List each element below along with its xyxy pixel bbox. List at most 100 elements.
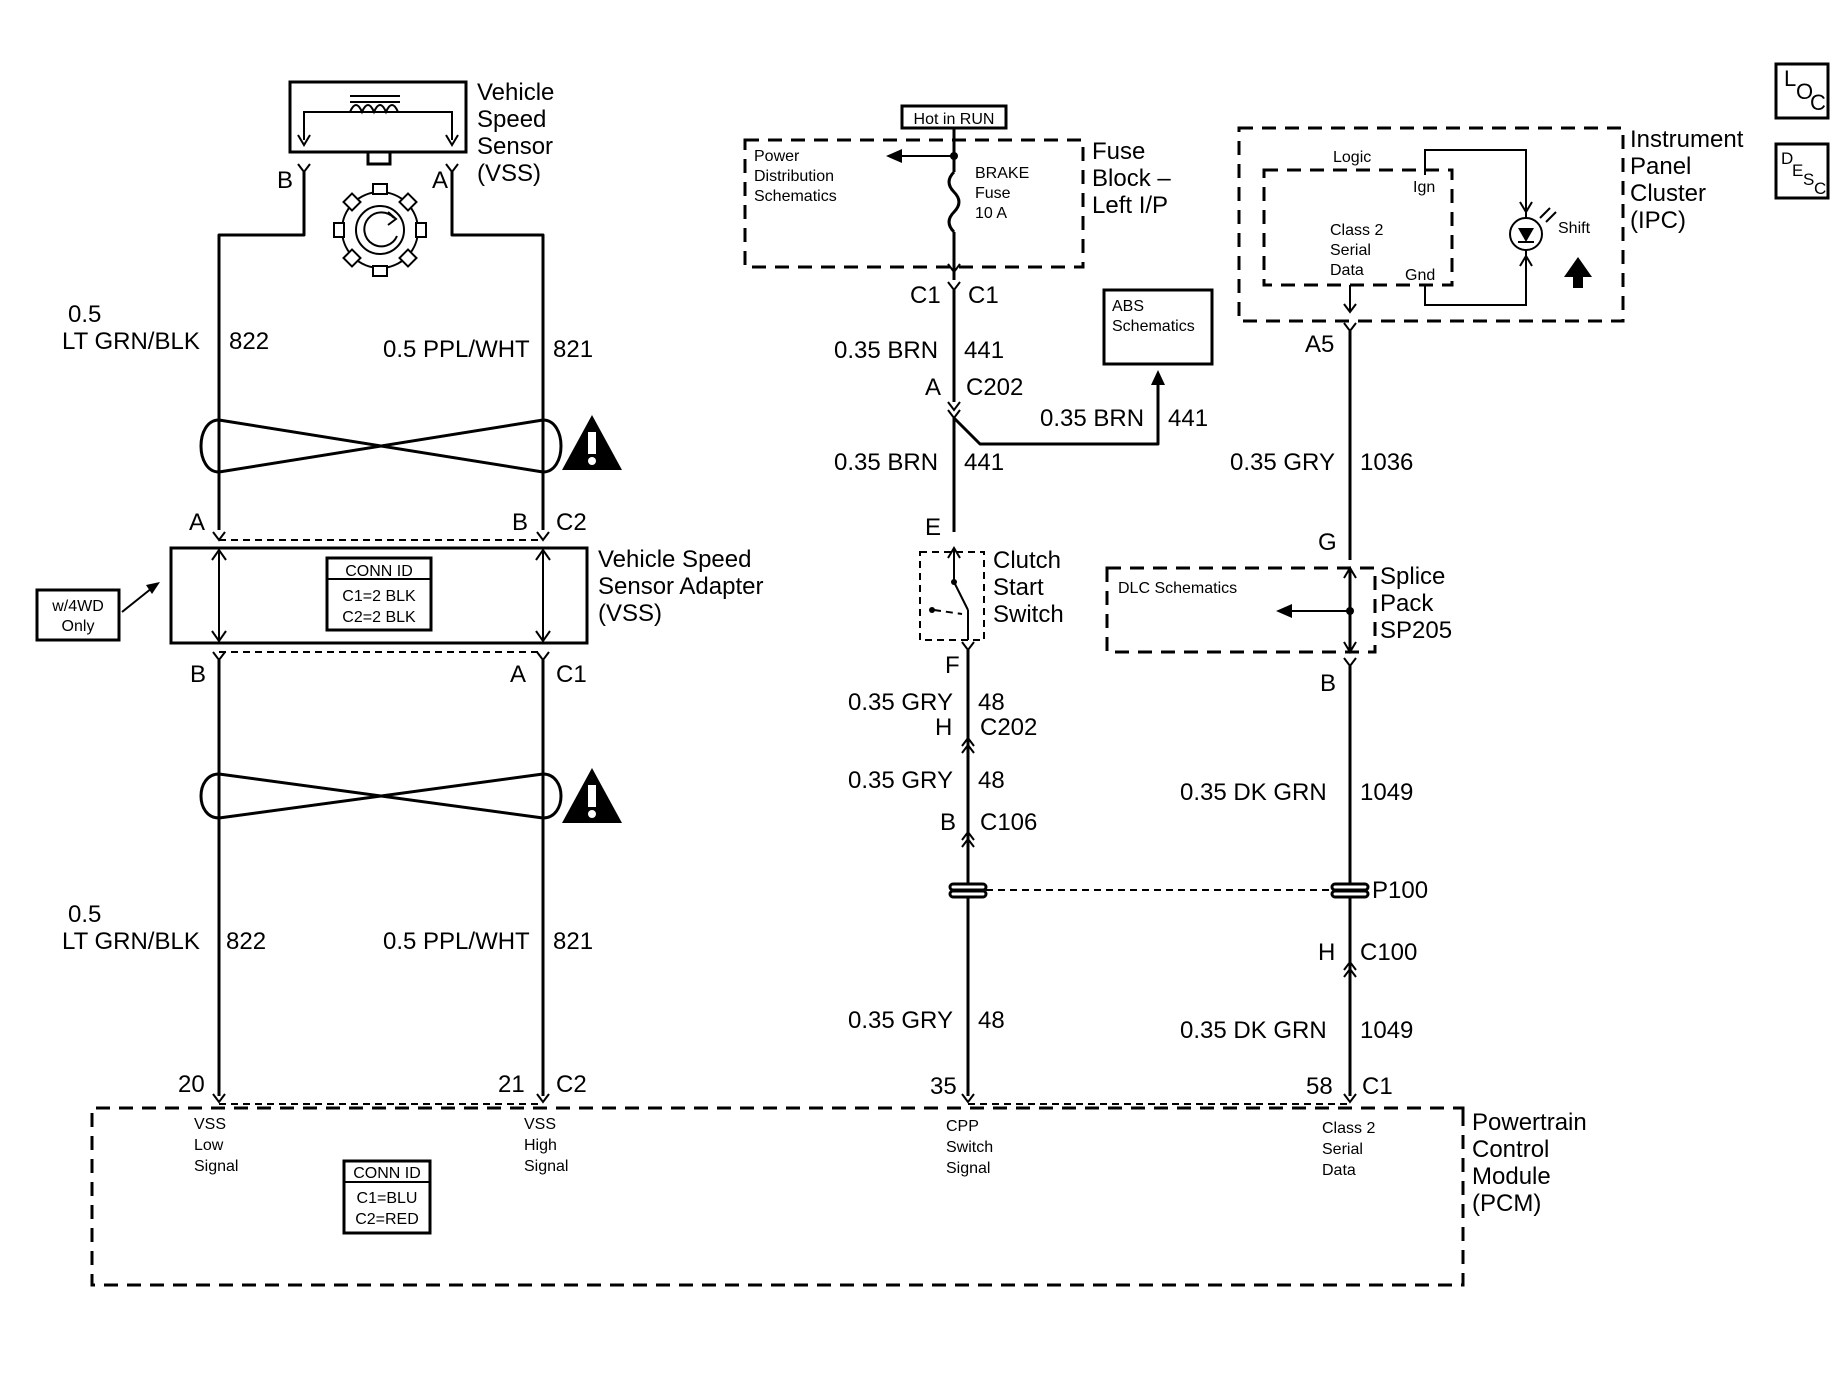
switch-title-line3: Switch (993, 601, 1064, 628)
fuse-conn-right: C1 (968, 282, 999, 309)
adapter-bottom-connector-b-icon (212, 651, 226, 662)
loc-letter-l: L (1784, 66, 1796, 91)
vss-low-line3: Signal (194, 1158, 238, 1175)
fuse-word: Fuse (975, 185, 1011, 202)
wire-822-size-lower: 0.5 (68, 901, 101, 928)
splice-pin-g: G (1318, 529, 1337, 556)
wire-821-upper (450, 172, 545, 530)
fuse-rating: 10 A (975, 205, 1007, 222)
w4wd-option-box: w/4WD Only (35, 582, 160, 642)
wire-821-label-lower: 0.5 PPL/WHT (383, 928, 530, 955)
power-dist-line2: Distribution (754, 168, 834, 185)
adapter-bottom-pin-b: B (190, 661, 206, 688)
left-upper-wires: 0.5 LT GRN/BLK 822 0.5 PPL/WHT 821 (62, 172, 622, 530)
instrument-panel-cluster: Logic Ign Class 2 Serial Data Gnd Shift … (1237, 126, 1744, 358)
ipc-title-line3: Cluster (1630, 180, 1706, 207)
gry-3-circuit: 48 (978, 1007, 1005, 1034)
switch-pin-f: F (945, 652, 960, 679)
dkgrn-2-circuit: 1049 (1360, 1017, 1413, 1044)
desc-button-frame[interactable] (1774, 142, 1830, 200)
c100-label: C100 (1360, 939, 1417, 966)
adapter-conn-id-c1: C1=2 BLK (342, 588, 416, 605)
pcm-title-line1: Powertrain (1472, 1109, 1587, 1136)
gry-1-label: 0.35 GRY (848, 689, 953, 716)
abs-schematics-box[interactable] (1102, 288, 1214, 366)
switch-title-line1: Clutch (993, 547, 1061, 574)
abs-arrow-icon (1151, 370, 1165, 385)
wire-822-circuit-lower: 822 (226, 928, 266, 955)
abs-brn-circuit: 441 (1168, 405, 1208, 432)
right-gry-circuit: 1036 (1360, 449, 1413, 476)
cpp-line3: Signal (946, 1160, 990, 1177)
power-dist-line3: Schematics (754, 188, 837, 205)
ipc-title-line4: (IPC) (1630, 207, 1686, 234)
right-circuit: 0.35 GRY 1036 G DLC Schematics Splice Pa… (986, 331, 1452, 1096)
left-lower-wires: 0.5 LT GRN/BLK 822 0.5 PPL/WHT 821 (62, 660, 622, 1096)
adapter-top-conn: C2 (556, 509, 587, 536)
vss-pin-b: B (277, 167, 293, 194)
abs-line2: Schematics (1112, 318, 1195, 335)
wire-441-abs (952, 380, 1160, 446)
power-distribution-arrow-icon (886, 149, 902, 163)
ipc-class2-line1: Class 2 (1330, 222, 1383, 239)
loc-button-frame[interactable] (1774, 62, 1830, 120)
cpp-line2: Switch (946, 1139, 993, 1156)
clutch-start-switch: Clutch Start Switch (919, 546, 1064, 652)
clutch-switch-outline (919, 551, 985, 641)
vss-coil-leads (303, 111, 453, 140)
desc-button[interactable]: D E S C (1774, 142, 1830, 200)
fuse-name: BRAKE (975, 165, 1029, 182)
fuse-symbol-icon (947, 170, 961, 234)
dlc-schematics-link[interactable]: DLC Schematics (1118, 580, 1237, 597)
pcm-conn-id-box: CONN ID C1=BLU C2=RED (342, 1159, 432, 1235)
option-line2: Only (62, 618, 95, 635)
brn-1-label: 0.35 BRN (834, 337, 938, 364)
loc-letter-c: C (1810, 90, 1826, 115)
reluctor-wheel-icon (333, 183, 427, 277)
desc-letter-c: C (1814, 179, 1826, 198)
adapter-conn-id-title: CONN ID (345, 563, 413, 580)
shift-lamp-icon (1509, 207, 1557, 256)
ipc-class2-line2: Serial (1330, 242, 1371, 259)
pcm-conn-id-c2: C2=RED (355, 1211, 419, 1228)
fuse-conn-left: C1 (910, 282, 941, 309)
adapter-bottom-connector-a-icon (536, 651, 550, 662)
pcm-conn-id-c1: C1=BLU (357, 1190, 418, 1207)
power-dist-line1: Power (754, 148, 800, 165)
fuse-block-title-line2: Block – (1092, 165, 1171, 192)
vss-arrow-a-icon (445, 134, 459, 147)
fuse-block: Hot in RUN Power Distribution Schematics… (743, 104, 1171, 309)
ipc-logic-outline (1262, 168, 1454, 287)
ipc-class2-line3: Data (1330, 262, 1364, 279)
adapter-top-pin-b: B (512, 509, 528, 536)
dkgrn-2-label: 0.35 DK GRN (1180, 1017, 1327, 1044)
c106-label: C106 (980, 809, 1037, 836)
adapter-bottom-pin-a: A (510, 661, 526, 688)
adapter-top-pin-a: A (189, 509, 205, 536)
dkgrn-1-label: 0.35 DK GRN (1180, 779, 1327, 806)
fuse-block-title-line1: Fuse (1092, 138, 1145, 165)
twisted-pair-icon-upper (199, 418, 563, 474)
brn-1-circuit: 441 (964, 337, 1004, 364)
vss-connector-b-icon (297, 163, 311, 174)
vss-title-line4: (VSS) (477, 160, 541, 187)
loc-button[interactable]: L O C (1774, 62, 1830, 120)
vss-high-line1: VSS (524, 1116, 556, 1133)
ipc-shift: Shift (1558, 220, 1591, 237)
vss-high-line3: Signal (524, 1158, 568, 1175)
ipc-gnd: Gnd (1405, 267, 1435, 284)
pcm-conn-c2: C2 (556, 1071, 587, 1098)
pcm-pin-21: 21 (498, 1071, 525, 1098)
center-circuit: 0.35 BRN 441 A C202 0.35 BRN 441 ABS Sch… (834, 288, 1214, 1096)
switch-title-line2: Start (993, 574, 1044, 601)
ipc-outline (1237, 126, 1625, 323)
pcm-title-line3: Module (1472, 1163, 1551, 1190)
ground-bus-icon-center (948, 882, 988, 899)
pcm-class2-line3: Data (1322, 1162, 1356, 1179)
switch-pin-e: E (925, 514, 941, 541)
p100-label: P100 (1372, 877, 1428, 904)
splice-pin-b: B (1320, 670, 1336, 697)
pcm-title-line4: (PCM) (1472, 1190, 1541, 1217)
splice-pack: DLC Schematics Splice Pack SP205 (1105, 563, 1452, 654)
wire-822-color-upper: LT GRN/BLK (62, 328, 200, 355)
